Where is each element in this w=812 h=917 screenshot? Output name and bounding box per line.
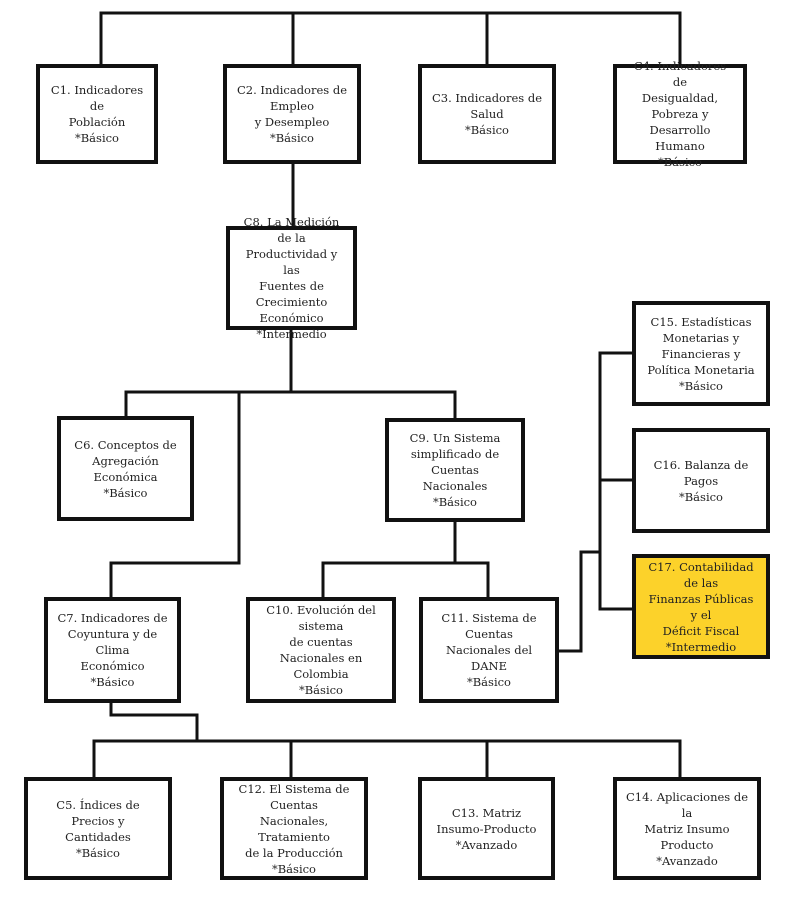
course-node-line: Fuentes de Crecimiento <box>255 279 328 309</box>
course-node-line: Política Monetaria <box>647 362 755 377</box>
course-node-line: de la Producción <box>245 845 343 860</box>
connector-line <box>109 701 199 743</box>
course-node-line: Cantidades <box>65 829 131 844</box>
course-node-line: C6. Conceptos de <box>74 437 177 452</box>
course-node-line: Desigualdad, Pobreza y <box>641 91 719 121</box>
course-node-line: *Intermedio <box>256 327 327 341</box>
course-node-line: *Básico <box>678 378 723 393</box>
course-node-c1: C1. Indicadores de Población *Básico <box>36 64 158 164</box>
course-node-line: *Básico <box>269 131 314 145</box>
course-node-line: Insumo-Producto <box>436 821 537 836</box>
course-node-line: *Avanzado <box>656 853 718 868</box>
course-node-line: *Básico <box>74 131 119 145</box>
course-node-line: C15. Estadísticas <box>650 314 752 329</box>
course-node-line: *Básico <box>657 155 702 169</box>
course-node-text: C3. Indicadores de Salud *Básico <box>430 90 544 138</box>
course-node-line: Coyuntura y de Clima <box>67 627 158 657</box>
course-node-line: Nacionales del DANE <box>445 643 533 673</box>
course-node-line: de cuentas Nacionales en <box>279 635 363 665</box>
course-node-line: Déficit Fiscal <box>662 623 740 638</box>
course-node-line: C4. Indicadores de <box>633 59 727 89</box>
connector-line <box>557 550 602 653</box>
course-node-line: C9. Un Sistema <box>409 431 501 445</box>
course-node-line: C14. Aplicaciones de la <box>625 789 749 820</box>
course-node-line: Desarrollo Humano <box>649 123 711 153</box>
course-node-line: Agregación Económica <box>92 453 159 484</box>
course-node-line: Nacionales, Tratamiento <box>258 813 330 844</box>
course-node-line: *Básico <box>464 123 509 137</box>
course-node-line: Finanzas Públicas y el <box>648 591 754 622</box>
course-node-line: Nacionales <box>422 479 488 493</box>
course-node-line: *Intermedio <box>665 639 737 654</box>
course-node-text: C1. Indicadores de Población *Básico <box>48 82 146 146</box>
course-node-line: C10. Evolución del sistema <box>266 603 376 633</box>
course-node-line: C12. El Sistema de Cuentas <box>238 781 350 812</box>
course-node-line: C13. Matriz <box>451 805 522 820</box>
course-node-line: C16. Balanza de Pagos <box>653 457 749 488</box>
course-node-line: C17. Contabilidad de las <box>648 559 754 590</box>
course-node-line: C1. Indicadores de <box>50 83 144 113</box>
course-node-line: C2. Indicadores de Empleo <box>236 83 348 113</box>
course-node-line: Económico <box>259 311 324 325</box>
course-node-line: Población <box>68 115 126 129</box>
connector-line <box>109 390 241 599</box>
course-node-line: C7. Indicadores de <box>57 611 168 625</box>
course-node-line: y Desempleo <box>254 115 330 129</box>
course-node-line: *Básico <box>432 495 477 509</box>
course-node-line: C8. La Medición de la <box>243 215 340 245</box>
course-node-line: Matriz Insumo Producto <box>644 821 730 852</box>
course-node-line: *Básico <box>298 683 343 697</box>
course-node-line: Colombia <box>293 667 349 681</box>
course-node-line: C3. Indicadores de Salud <box>431 91 543 121</box>
course-node-line: Económico <box>80 659 145 673</box>
course-node-line: *Básico <box>678 489 723 504</box>
course-node-line: Productividad y las <box>245 247 338 277</box>
course-node-line: simplificado de Cuentas <box>410 447 500 477</box>
course-node-c2: C2. Indicadores de Empleo y Desempleo *Bás… <box>223 64 361 164</box>
course-node-line: *Básico <box>466 675 511 689</box>
course-node-text: C2. Indicadores de Empleo y Desempleo *Bás… <box>235 82 349 146</box>
course-node-line: *Básico <box>75 845 120 860</box>
course-node-line: Monetarias y Financieras y <box>661 330 741 361</box>
course-node-line: *Básico <box>103 485 148 500</box>
course-node-line: *Avanzado <box>455 837 518 852</box>
course-node-line: *Básico <box>90 675 135 689</box>
course-node-line: *Básico <box>271 861 316 876</box>
course-node-line: C11. Sistema de Cuentas <box>441 611 537 641</box>
course-node-text: C16. Balanza de Pagos*Básico <box>644 457 758 505</box>
course-node-line: C5. Índices de Precios y <box>56 797 140 828</box>
course-node-c3: C3. Indicadores de Salud *Básico <box>418 64 556 164</box>
course-node-c16: C16. Balanza de Pagos*Básico <box>632 428 770 533</box>
